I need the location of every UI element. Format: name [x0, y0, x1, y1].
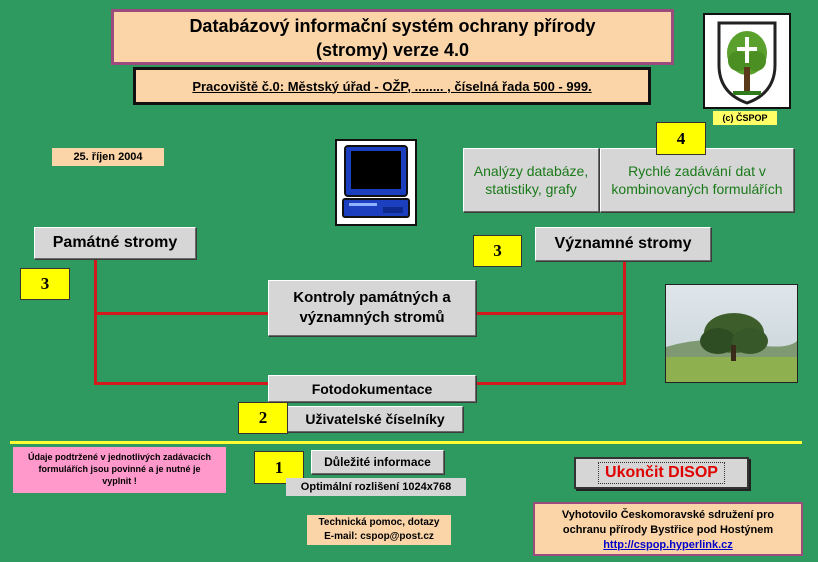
title-box: Databázový informační systém ochrany pří…: [111, 9, 674, 65]
exit-button[interactable]: Ukončit DISOP: [574, 457, 749, 489]
workplace-text: Pracoviště č.0: Městský úřad - OŽP, ....…: [192, 78, 592, 94]
support-line-1: Technická pomoc, dotazy: [318, 517, 440, 528]
required-fields-note: Údaje podtržené v jednotlivých zadávacíc…: [13, 447, 226, 493]
credit-line-2: ochranu přírody Bystřice pod Hostýnem: [562, 524, 774, 536]
tree-shield-icon: [717, 21, 777, 105]
memorable-trees-button[interactable]: Památné stromy: [34, 227, 196, 259]
significant-trees-label: Významné stromy: [554, 235, 692, 252]
controls-button[interactable]: Kontroly památných a významných stromů: [268, 280, 476, 336]
photo-documentation-label: Fotodokumentace: [311, 380, 433, 397]
significant-trees-button[interactable]: Významné stromy: [535, 227, 711, 261]
controls-button-label: Kontroly památných a významných stromů: [293, 289, 451, 326]
date-text: 25. říjen 2004: [73, 151, 143, 163]
badge-info: 1: [254, 451, 304, 484]
important-info-button[interactable]: Důležité informace: [311, 450, 444, 474]
tree-photo: [665, 284, 798, 383]
user-codelists-button[interactable]: Uživatelské číselníky: [287, 406, 463, 432]
credit-link[interactable]: http://cspop.hyperlink.cz: [603, 539, 733, 551]
badge-quick-entry: 4: [656, 122, 706, 155]
exit-button-label: Ukončit DISOP: [598, 462, 725, 484]
computer-icon: [342, 145, 410, 218]
memorable-trees-label: Památné stromy: [52, 234, 178, 251]
analyses-button[interactable]: Analýzy databáze, statistiky, grafy: [463, 148, 599, 212]
user-codelists-label: Uživatelské číselníky: [305, 411, 445, 427]
quick-entry-button[interactable]: Rychlé zadávání dat v kombinovaných form…: [600, 148, 794, 212]
badge-memorable: 3: [20, 268, 70, 300]
support-line-2: E-mail: cspop@post.cz: [324, 531, 434, 542]
support-note: Technická pomoc, dotazy E-mail: cspop@po…: [307, 515, 451, 545]
credit-box: Vyhotovilo Českomoravské sdružení pro oc…: [533, 502, 803, 556]
title-line-1: Databázový informační systém ochrany pří…: [189, 16, 596, 36]
resolution-note: Optimální rozlišení 1024x768: [286, 478, 466, 496]
resolution-text: Optimální rozlišení 1024x768: [300, 481, 452, 493]
workplace-box: Pracoviště č.0: Městský úřad - OŽP, ....…: [133, 67, 651, 105]
photo-documentation-button[interactable]: Fotodokumentace: [268, 375, 476, 402]
tree-photo-image: [666, 285, 797, 382]
connector-right-vertical: [623, 261, 626, 385]
date-label: 25. říjen 2004: [52, 148, 164, 166]
badge-codelists: 2: [238, 402, 288, 434]
required-fields-text: Údaje podtržené v jednotlivých zadávacíc…: [27, 452, 212, 486]
title-line-2: (stromy) verze 4.0: [315, 40, 470, 60]
logo-caption: (c) ČSPOP: [713, 111, 777, 125]
important-info-label: Důležité informace: [324, 455, 431, 469]
logo-frame: [703, 13, 791, 109]
quick-entry-button-label: Rychlé zadávání dat v kombinovaných form…: [611, 163, 783, 197]
separator-line: [10, 441, 802, 444]
credit-line-1: Vyhotovilo Českomoravské sdružení pro: [561, 509, 775, 521]
analyses-button-label: Analýzy databáze, statistiky, grafy: [473, 163, 589, 197]
badge-significant: 3: [473, 235, 522, 267]
connector-left-vertical: [94, 259, 97, 385]
computer-icon-frame: [335, 139, 417, 226]
logo-caption-text: (c) ČSPOP: [722, 113, 768, 123]
